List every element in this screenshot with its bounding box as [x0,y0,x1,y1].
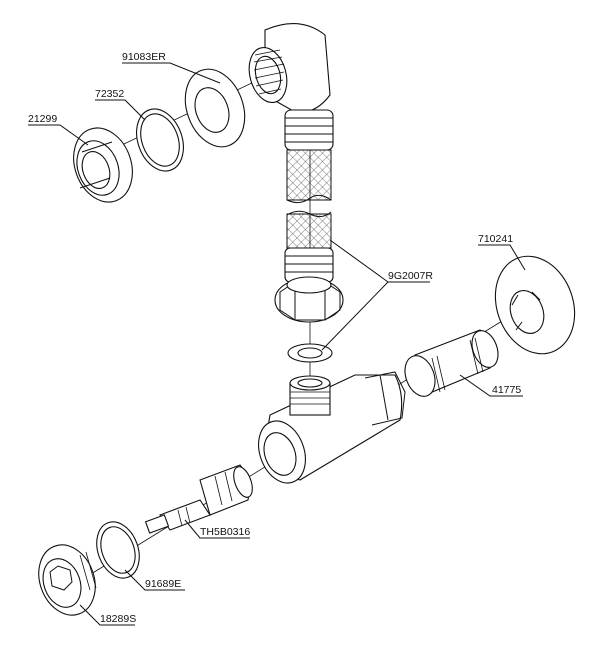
part-hose-ribs-upper [284,109,334,151]
part-small-washer [287,343,333,363]
part-braided-hose-lower [286,210,332,249]
leader-lines [28,62,526,626]
part-21299-nut [73,127,133,203]
label-TH5B0316: TH5B0316 [200,526,250,538]
label-710241: 710241 [478,233,513,245]
part-braided-hose-upper [286,149,332,204]
part-72352-oring [136,108,184,172]
label-41775: 41775 [492,384,521,396]
label-91083ER: 91083ER [122,51,166,63]
label-21299: 21299 [28,113,57,125]
part-41775-nipple [404,329,499,397]
part-18289S-plug [38,544,97,616]
part-hose-hex-nut [274,276,344,323]
part-tee-body [258,371,406,484]
part-TH5B0316-cartridge [144,464,253,534]
part-91689E-oring [96,521,140,579]
part-710241-escutcheon [494,255,576,355]
label-18289S: 18289S [100,613,136,625]
part-labels: 91083ER 72352 21299 710241 9G2007R 41775… [28,51,521,625]
label-91689E: 91689E [145,578,181,590]
part-91083ER-washer [184,68,246,148]
label-9G2007R: 9G2007R [388,270,433,282]
label-72352: 72352 [95,88,124,100]
part-elbow-top [248,23,331,113]
